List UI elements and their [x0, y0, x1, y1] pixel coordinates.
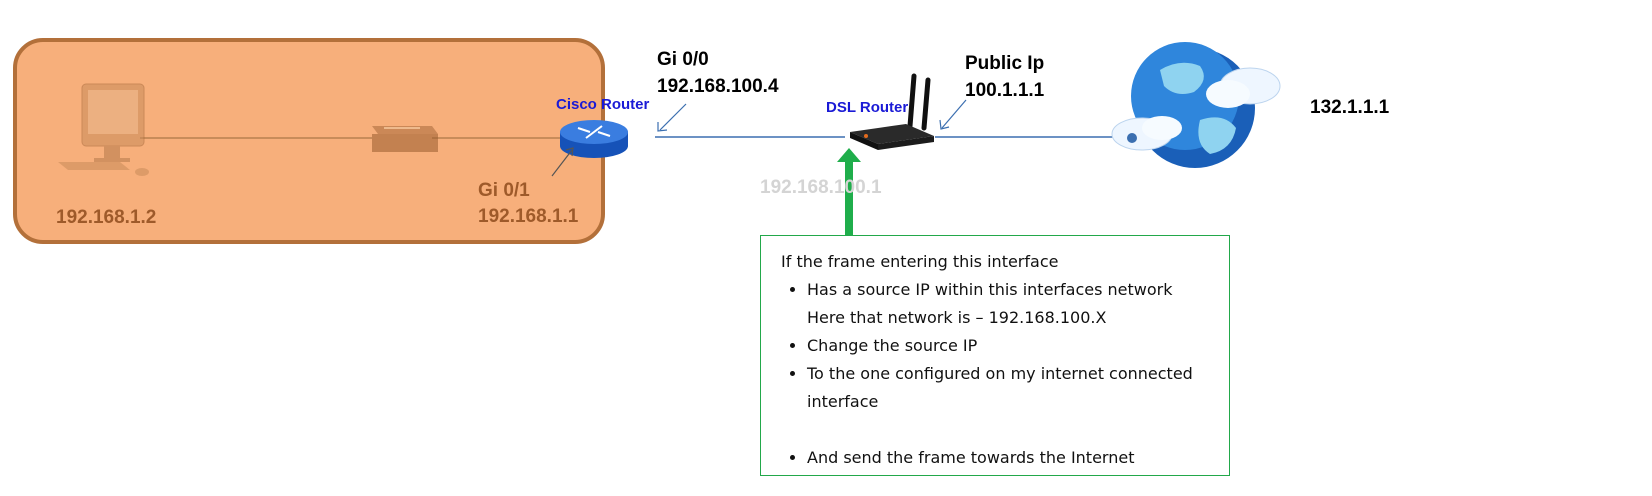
public-ip-title: Public Ip: [965, 53, 1045, 74]
note-bullets: Has a source IP within this interfaces n…: [781, 276, 1209, 472]
pointer-gi01: [551, 149, 573, 177]
internet-globe-icon: [1111, 42, 1281, 168]
cisco-router-icon: [560, 120, 628, 158]
switch-icon: [372, 126, 438, 152]
note-bullet: To the one configured on my internet con…: [807, 360, 1209, 416]
nat-explanation-box: If the frame entering this interface Has…: [760, 235, 1230, 476]
cisco-router-label: Cisco Router: [556, 96, 650, 113]
nat-interface-arrow: [837, 148, 861, 246]
remote-ip-label: 132.1.1.1: [1310, 97, 1390, 118]
note-bullet: And send the frame towards the Internet: [807, 444, 1209, 472]
pointer-gi01-head: [565, 147, 574, 157]
pointer-public: [941, 99, 967, 129]
dsl-lan-ip-label: 192.168.100.1: [760, 177, 882, 198]
note-bullet: Change the source IP: [807, 332, 1209, 360]
gi00-iface-label: Gi 0/0: [657, 49, 709, 70]
gi00-ip-label: 192.168.100.4: [657, 76, 779, 97]
note-intro: If the frame entering this interface: [781, 252, 1059, 271]
dsl-router-label: DSL Router: [826, 99, 909, 116]
note-bullet: Has a source IP within this interfaces n…: [807, 276, 1209, 332]
gi01-ip-label: 192.168.1.1: [478, 206, 579, 227]
pc-icon: [58, 83, 149, 176]
pointer-gi00: [659, 103, 687, 131]
pointer-public-head: [939, 119, 950, 130]
gi01-iface-label: Gi 0/1: [478, 180, 530, 201]
pointer-gi00-head: [657, 122, 668, 132]
public-ip-label: 100.1.1.1: [965, 80, 1045, 101]
dsl-router-icon: [850, 73, 934, 150]
pc-ip-label: 192.168.1.2: [56, 207, 157, 228]
